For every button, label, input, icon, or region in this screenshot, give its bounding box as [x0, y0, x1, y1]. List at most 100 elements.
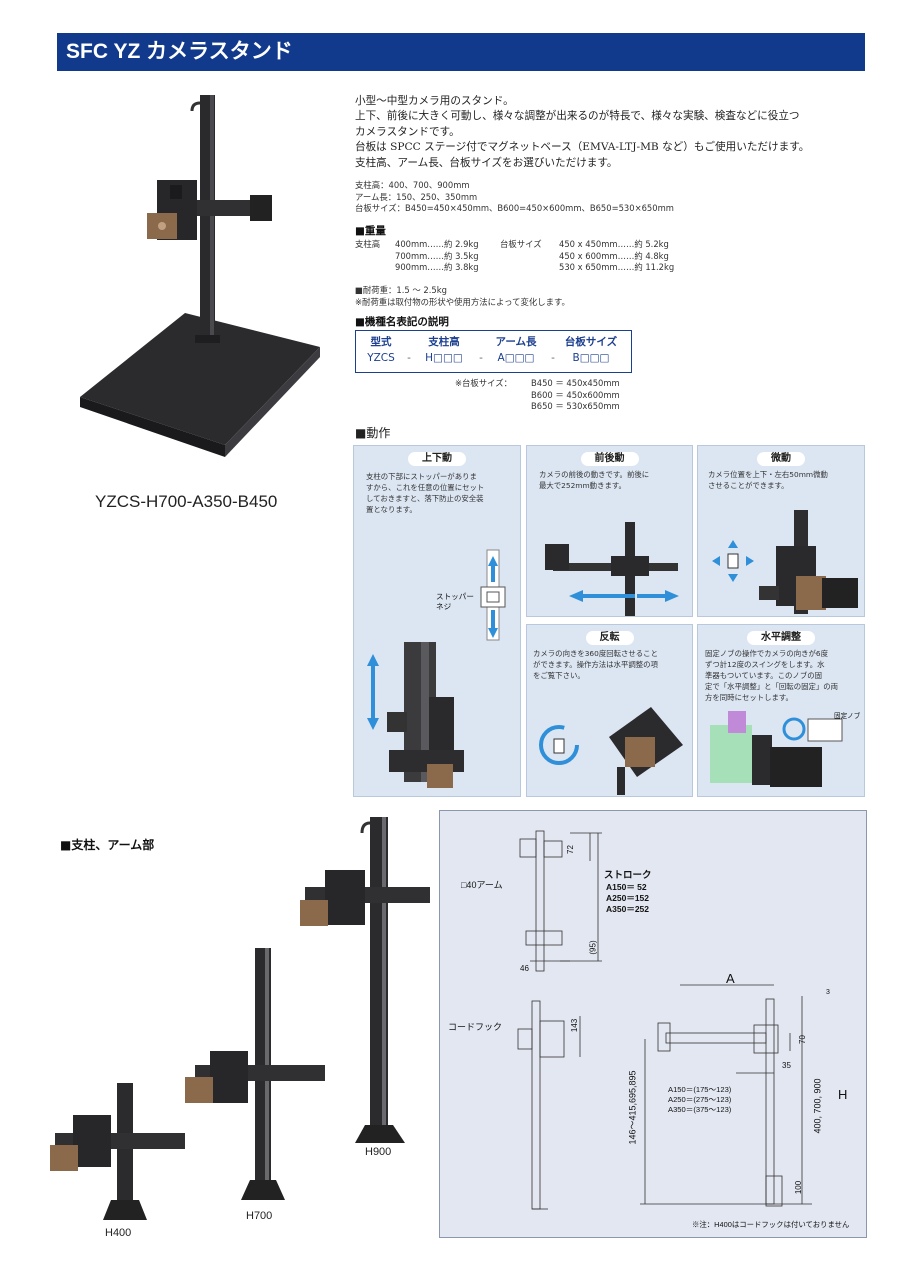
box-title: 水平調整 [747, 631, 815, 645]
label-h400: H400 [105, 1227, 132, 1239]
stroke-value: A350＝252 [606, 904, 650, 914]
arm-label: □40アーム [461, 880, 503, 890]
intro-line: 上下、前後に大きく可動し、様々な調整が出来るのが特長で、様々な実験、検査などに役… [355, 110, 800, 123]
model-value-height: H□□□ [425, 352, 463, 364]
dim-heights: 400, 700, 900 [812, 1078, 823, 1134]
box-text-line: させることができます。 [708, 481, 789, 490]
weight-heading: ■重量 [355, 225, 386, 237]
spec-base-size: 台板サイズ：B450=450×450mm、B600=450×600mm、B650… [355, 203, 674, 214]
base-note: B450 ＝ 450x450mm [531, 378, 620, 388]
callout-line: ネジ [436, 602, 452, 611]
stroke-title: ストローク [604, 870, 652, 881]
box-text-line: 置となります。 [366, 505, 417, 514]
weight-col-value: 700mm……約 3.5kg [395, 250, 479, 261]
box-text-line: ができます。操作方法は水平調整の項 [533, 660, 658, 669]
spec-arm-length: アーム長：150、250、350mm [355, 191, 478, 202]
box-text-line: 最大で252mm動きます。 [539, 481, 626, 490]
label-h700: H700 [246, 1210, 273, 1222]
technical-drawing-panel: 72 (95) 46 143 □40アーム コードフック ストローク A150＝… [439, 810, 867, 1238]
box-text-line: 準器もついています。このノブの固 [705, 671, 822, 680]
weight-base-value: 450 x 450mm……約 5.2kg [559, 239, 669, 249]
load-note: ※耐荷重は取付物の形状や使用方法によって変化します。 [355, 296, 570, 307]
weight-base-value: 450 x 600mm……約 4.8kg [559, 250, 669, 261]
box-text-line: 固定ノブの操作でカメラの向きが6度 [705, 649, 828, 658]
label-h900: H900 [365, 1146, 392, 1158]
box-title: 反転 [585, 631, 634, 645]
model-value-base: B□□□ [572, 352, 610, 364]
intro-line: 台板は SPCC ステージ付でマグネットベース（EMVA-LTJ-MB など）も… [355, 141, 810, 154]
model-code-table: 型式 支柱高 アーム長 台板サイズ YZCS - H□□□ - A□□□ - B… [355, 330, 632, 373]
spec-column-height: 支柱高：400、700、900mm [355, 180, 470, 190]
box-text-line: カメラの前後の動きです。前後に [539, 470, 650, 479]
load-capacity: ■耐荷重：1.5 ～ 2.5kg [355, 285, 447, 295]
model-separator: - [407, 352, 411, 364]
box-title: 前後動 [580, 452, 639, 466]
dim-H: H [838, 1087, 848, 1102]
intro-line: 小型～中型カメラ用のスタンド。 [355, 95, 514, 107]
vertical-movement-illustration [367, 549, 506, 788]
box-text: カメラ位置を上下・左右50mm微動 させることができます。 [708, 469, 863, 491]
cord-hook-label: コードフック [448, 1022, 503, 1032]
model-header-arm: アーム長 [495, 336, 537, 348]
dim-46: 46 [520, 964, 529, 973]
stroke-value: A150＝ 52 [606, 882, 647, 892]
intro-text: 小型～中型カメラ用のスタンド。 上下、前後に大きく可動し、様々な調整が出来るのが… [355, 94, 870, 171]
model-header-height: 支柱高 [428, 336, 460, 348]
specs-block: 支柱高：400、700、900mm アーム長：150、250、350mm 台板サ… [355, 180, 835, 215]
box-text-line: ずつ計12度のスイングをします。水 [705, 660, 825, 669]
intro-line: 支柱高、アーム長、台板サイズをお選びいただけます。 [355, 156, 618, 169]
front-back-illustration [545, 522, 679, 616]
weight-col-label: 支柱高 [355, 239, 381, 249]
box-text-line: カメラ位置を上下・左右50mm微動 [708, 470, 828, 479]
dim-35: 35 [782, 1061, 791, 1070]
box-text-line: 方を同時にセットします。 [705, 693, 793, 702]
model-value-arm: A□□□ [497, 352, 535, 364]
dim-72: 72 [565, 845, 575, 854]
box-text: カメラの向きを360度回転させること ができます。操作方法は水平調整の項 をご覧… [533, 648, 693, 681]
weight-base-value: 530 x 650mm……約 11.2kg [559, 262, 675, 273]
movement-box-vertical: 上下動 支柱の下部にストッパーがありま すから、これを任意の位置にセット してお… [353, 445, 521, 797]
box-text-line: をご覧下さい。 [533, 671, 585, 680]
model-header-type: 型式 [370, 336, 392, 348]
stroke-value: A250＝152 [606, 893, 650, 903]
arm-range: A150＝(175～123) [668, 1085, 732, 1094]
load-block: ■耐荷重：1.5 ～ 2.5kg ※耐荷重は取付物の形状や使用方法によって変化し… [355, 285, 775, 308]
base-notes: B450 ＝ 450x450mm B600 ＝ 450x600mm B650 ＝… [531, 378, 620, 413]
box-title: 微動 [757, 452, 805, 466]
box-text: カメラの前後の動きです。前後に 最大で252mm動きます。 [539, 469, 689, 491]
weight-col-value: 400mm……約 2.9kg [395, 239, 479, 249]
box-text-line: すから、これを任意の位置にセット [366, 483, 485, 492]
arm-range: A250＝(275～123) [668, 1095, 732, 1104]
leveling-illustration [710, 711, 843, 787]
weight-base-label: 台板サイズ [500, 239, 542, 249]
weight-table: 支柱高 400mm……約 2.9kg 台板サイズ 450 x 450mm……約 … [355, 239, 715, 274]
dim-100: 100 [794, 1180, 804, 1195]
stopper-callout: ストッパー ネジ [436, 592, 474, 612]
dim-70: 70 [797, 1035, 807, 1044]
movement-heading: ■動作 [355, 426, 391, 440]
rotation-illustration [539, 707, 683, 795]
model-code-heading: ■機種名表記の説明 [355, 316, 449, 328]
dim-range: 146～415,695,895 [627, 1070, 638, 1145]
dim-A: A [726, 971, 735, 986]
movement-box-fine: 微動 カメラ位置を上下・左右50mm微動 させることができます。 [697, 445, 865, 617]
arm-ranges: A150＝(175～123) A250＝(275～123) A350＝(375～… [668, 1085, 731, 1115]
box-text-line: 支柱の下部にストッパーがありま [366, 472, 477, 481]
stroke-values: A150＝ 52 A250＝152 A350＝252 [606, 882, 649, 915]
box-text: 固定ノブの操作でカメラの向きが6度 ずつ計12度のスイングをします。水 準器もつ… [705, 648, 863, 703]
dim-143: 143 [570, 1018, 580, 1033]
movement-box-rotation: 反転 カメラの向きを360度回転させること ができます。操作方法は水平調整の項 … [526, 624, 693, 797]
model-separator: - [479, 352, 483, 364]
movement-box-leveling: 水平調整 固定ノブの操作でカメラの向きが6度 ずつ計12度のスイングをします。水… [697, 624, 865, 797]
dim-95: (95) [588, 940, 598, 955]
hero-product-image [80, 95, 320, 457]
drawing-note: ※注：H400はコードフックは付いておりません [692, 1220, 850, 1229]
box-text: 支柱の下部にストッパーがありま すから、これを任意の位置にセット しておきますと… [366, 471, 516, 515]
intro-line: カメラスタンドです。 [355, 125, 460, 138]
arm-range: A350＝(375～123) [668, 1105, 732, 1114]
weight-col-value: 900mm……約 3.8kg [395, 262, 479, 273]
model-separator: - [551, 352, 555, 364]
fixing-knob-callout: 固定ノブ [834, 712, 861, 720]
box-title: 上下動 [408, 452, 466, 466]
model-header-base: 台板サイズ [564, 336, 618, 348]
